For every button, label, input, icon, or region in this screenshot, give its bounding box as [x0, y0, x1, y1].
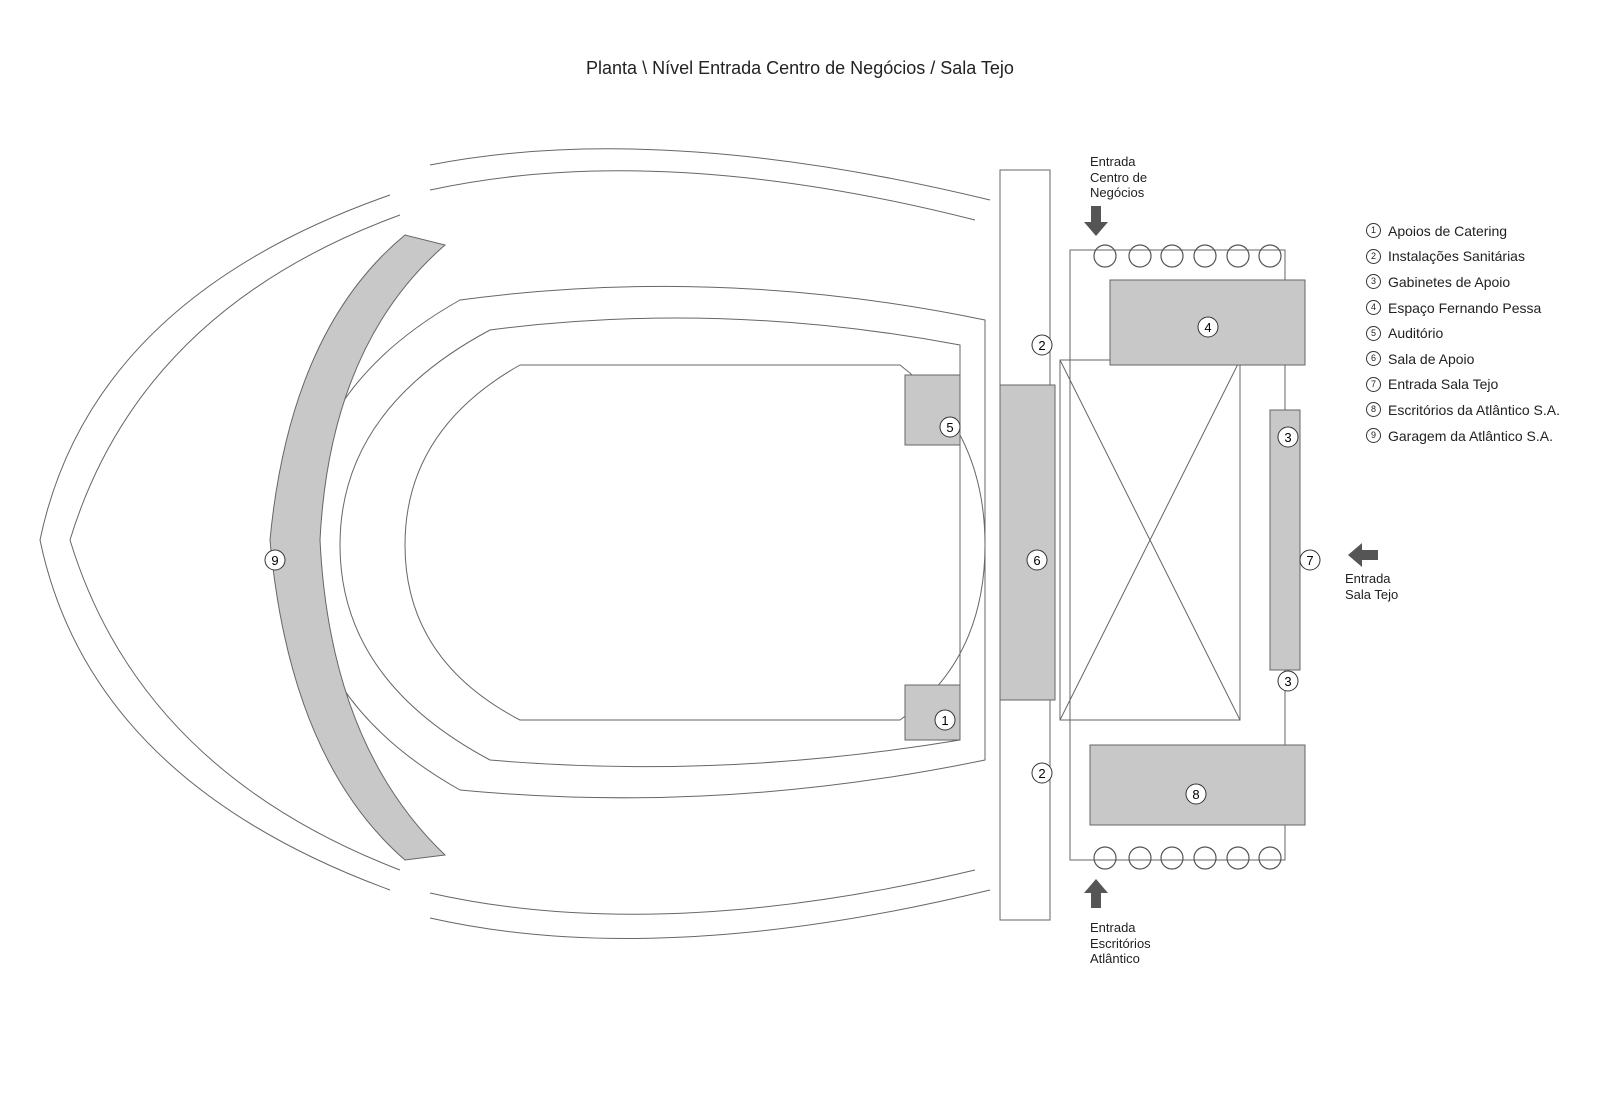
entrance-label-line: Entrada [1090, 920, 1136, 935]
legend-number: 3 [1366, 274, 1381, 290]
hall-diagonal-2 [1059, 359, 1241, 721]
entrance-label-line: Sala Tejo [1345, 586, 1399, 602]
legend-label: Auditório [1388, 325, 1444, 342]
svg-text:7: 7 [1306, 553, 1313, 568]
marker-3b: 3 [1277, 670, 1299, 692]
marker-8: 8 [1185, 783, 1207, 805]
legend-item: 2 Instalações Sanitárias [1366, 244, 1560, 270]
tree [1128, 846, 1152, 870]
marker-2a: 2 [1031, 334, 1053, 356]
legend-label: Instalações Sanitárias [1388, 248, 1525, 265]
svg-text:3: 3 [1284, 430, 1291, 445]
outer-band-6 [429, 869, 976, 915]
legend-number: 1 [1366, 223, 1381, 239]
legend-number: 9 [1366, 428, 1381, 444]
marker-1: 1 [934, 709, 956, 731]
outer-band-1 [39, 194, 391, 891]
arena-pitch [404, 364, 986, 721]
svg-text:2: 2 [1038, 766, 1045, 781]
plan-title: Planta \ Nível Entrada Centro de Negócio… [586, 58, 1014, 78]
tree [1193, 244, 1217, 268]
entrance-label-line: Centro de [1090, 169, 1148, 185]
svg-text:3: 3 [1284, 674, 1291, 689]
svg-text:2: 2 [1038, 338, 1045, 353]
legend-label: Gabinetes de Apoio [1388, 273, 1511, 290]
marker-4: 4 [1197, 316, 1219, 338]
tree [1226, 846, 1250, 870]
legend-number: 2 [1366, 248, 1381, 264]
sala-tejo-strip [1269, 409, 1301, 671]
entrance-label-escritorios: Entrada Escritórios Atlântico [1090, 920, 1151, 967]
legend-label: Garagem da Atlântico S.A. [1388, 427, 1553, 444]
legend-item: 3 Gabinetes de Apoio [1366, 269, 1560, 295]
legend-item: 8 Escritórios da Atlântico S.A. [1366, 397, 1560, 423]
legend: 1 Apoios de Catering 2 Instalações Sanitár… [1366, 218, 1560, 448]
arrow-down-icon [1084, 206, 1108, 236]
entrance-label-line: Entrada [1345, 571, 1391, 586]
svg-text:9: 9 [271, 553, 278, 568]
marker-5: 5 [939, 416, 961, 438]
inner-ring-2 [339, 317, 961, 768]
legend-label: Sala de Apoio [1388, 350, 1475, 367]
legend-item: 5 Auditório [1366, 320, 1560, 346]
tree [1160, 244, 1184, 268]
tree [1258, 846, 1282, 870]
legend-item: 6 Sala de Apoio [1366, 346, 1560, 372]
tree [1093, 846, 1117, 870]
legend-item: 1 Apoios de Catering [1366, 218, 1560, 244]
arrow-up-icon [1084, 879, 1108, 908]
outer-band-4 [429, 170, 976, 221]
legend-label: Entrada Sala Tejo [1388, 376, 1499, 393]
entrance-label-line: Escritórios [1090, 935, 1151, 951]
tree [1193, 846, 1217, 870]
svg-text:5: 5 [946, 420, 953, 435]
tree [1258, 244, 1282, 268]
svg-text:8: 8 [1192, 787, 1199, 802]
entrance-label-sala-tejo: Entrada Sala Tejo [1345, 571, 1398, 602]
legend-number: 8 [1366, 402, 1381, 418]
marker-7: 7 [1299, 549, 1321, 571]
entrance-label-line: Negócios [1090, 185, 1145, 200]
svg-text:4: 4 [1204, 320, 1211, 335]
legend-label: Escritórios da Atlântico S.A. [1388, 401, 1560, 418]
legend-label: Apoios de Catering [1388, 222, 1508, 239]
tree [1128, 244, 1152, 268]
tree [1226, 244, 1250, 268]
entrance-label-line: Entrada [1090, 154, 1136, 169]
tree [1093, 244, 1117, 268]
marker-2b: 2 [1031, 762, 1053, 784]
legend-item: 4 Espaço Fernando Pessa [1366, 295, 1560, 321]
legend-label: Espaço Fernando Pessa [1388, 299, 1542, 316]
legend-item: 7 Entrada Sala Tejo [1366, 372, 1560, 398]
entrance-label-line: Atlântico [1090, 951, 1140, 966]
tree [1160, 846, 1184, 870]
marker-9: 9 [264, 549, 286, 571]
legend-number: 5 [1366, 325, 1381, 341]
outer-band-3 [429, 148, 991, 201]
outer-band-2 [69, 214, 401, 871]
svg-text:1: 1 [941, 713, 948, 728]
sala-apoio-area [999, 384, 1056, 701]
garage-area [269, 234, 447, 861]
marker-3a: 3 [1277, 426, 1299, 448]
outer-band-5 [429, 889, 991, 939]
legend-number: 6 [1366, 351, 1381, 367]
entrance-label-centro-negocios: Entrada Centro de Negócios [1090, 154, 1147, 201]
inner-ring [299, 285, 986, 799]
legend-item: 9 Garagem da Atlântico S.A. [1366, 423, 1560, 449]
svg-text:6: 6 [1033, 553, 1040, 568]
arrow-left-icon [1348, 543, 1378, 567]
legend-number: 4 [1366, 300, 1381, 316]
legend-number: 7 [1366, 376, 1381, 392]
marker-6: 6 [1026, 549, 1048, 571]
